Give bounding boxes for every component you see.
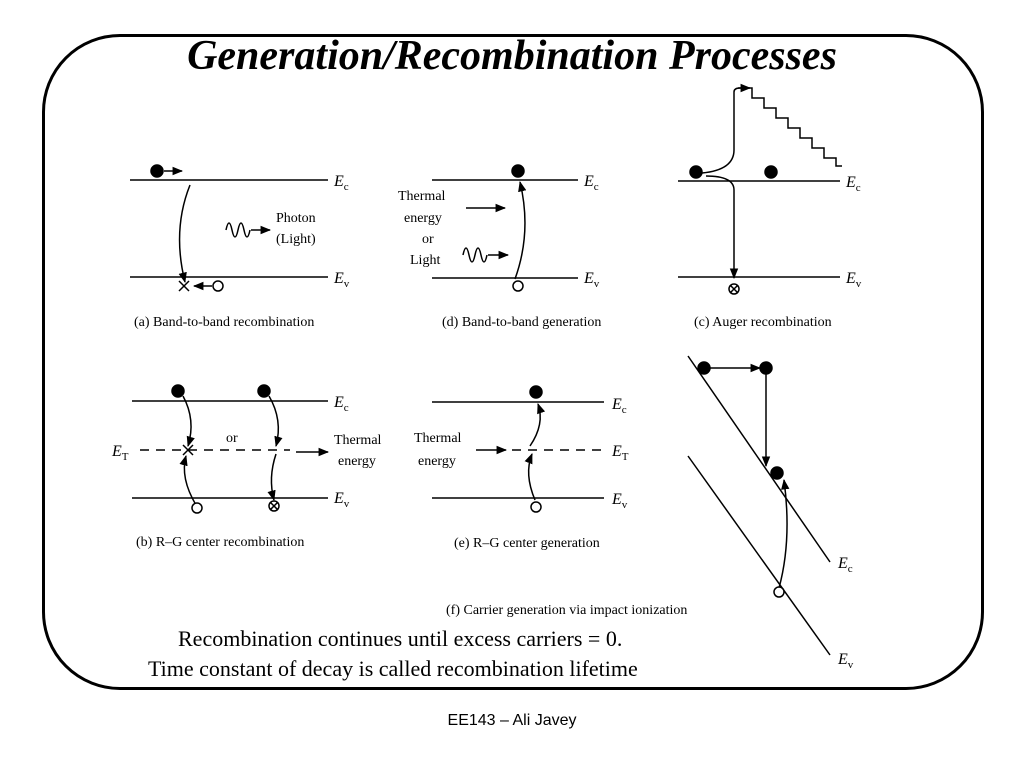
capture-arrow-2 bbox=[268, 395, 283, 448]
photon-label: Photon bbox=[276, 211, 316, 226]
hole bbox=[191, 502, 203, 514]
ev-label: Ev bbox=[583, 270, 600, 290]
energy-label: energy bbox=[418, 454, 456, 469]
ec-label: Ec bbox=[837, 555, 853, 575]
caption-f: (f) Carrier generation via impact ioniza… bbox=[446, 603, 687, 618]
release-arrow bbox=[267, 453, 277, 502]
recombination-arrow bbox=[178, 184, 191, 284]
caption-d: (d) Band-to-band generation bbox=[442, 315, 601, 330]
ev-label: Ev bbox=[333, 490, 350, 510]
caption-c: (c) Auger recombination bbox=[694, 315, 832, 330]
hole bbox=[212, 280, 224, 292]
thermal-label: Thermal bbox=[398, 189, 446, 204]
auger-path bbox=[705, 175, 739, 280]
or-label: or bbox=[422, 232, 434, 247]
panel-c-auger-recombination bbox=[678, 83, 842, 295]
footer: EE143 – Ali Javey bbox=[447, 712, 577, 729]
note-lifetime: Time constant of decay is called recombi… bbox=[148, 656, 638, 681]
note-recombination: Recombination continues until excess car… bbox=[178, 626, 623, 651]
et-label: ET bbox=[611, 443, 629, 463]
electron-2 bbox=[764, 165, 778, 179]
energy-label: energy bbox=[338, 454, 376, 469]
ev-label: Ev bbox=[333, 270, 350, 290]
ev-label: Ev bbox=[611, 491, 628, 511]
ec-label: Ec bbox=[611, 396, 627, 416]
electron bbox=[529, 385, 543, 399]
cross-mark bbox=[182, 444, 194, 456]
caption-e: (e) R–G center generation bbox=[454, 536, 600, 551]
hole-capture-arrow bbox=[179, 454, 197, 506]
electron-1 bbox=[171, 384, 185, 398]
electron bbox=[511, 164, 525, 178]
energy-label: energy bbox=[404, 211, 442, 226]
generation-arrow bbox=[514, 180, 527, 280]
excitation-path bbox=[701, 87, 741, 174]
generation-arrow bbox=[524, 453, 536, 501]
hole bbox=[773, 586, 785, 598]
cross-mark bbox=[729, 284, 739, 294]
slide-frame bbox=[42, 34, 984, 690]
emission-arrow bbox=[529, 403, 546, 447]
electron-1 bbox=[697, 361, 711, 375]
ev-label: Ev bbox=[845, 270, 862, 290]
thermal-label: Thermal bbox=[414, 431, 462, 446]
light-wave bbox=[462, 247, 488, 263]
caption-b: (b) R–G center recombination bbox=[136, 535, 304, 550]
panel-e-rg-center-generation bbox=[432, 385, 604, 513]
conduction-band-edge-tilted bbox=[687, 355, 831, 563]
panel-b-rg-center-recombination bbox=[132, 384, 330, 514]
thermal-label: Thermal bbox=[334, 433, 382, 448]
valence-band-edge-tilted bbox=[687, 455, 831, 656]
ev-label: Ev bbox=[837, 651, 854, 671]
or-label: or bbox=[226, 431, 238, 446]
electron-2 bbox=[759, 361, 773, 375]
light-label: Light bbox=[410, 253, 440, 268]
hole bbox=[530, 501, 542, 513]
ec-label: Ec bbox=[333, 173, 349, 193]
electron bbox=[150, 164, 164, 178]
photon-wave bbox=[225, 222, 251, 238]
caption-a: (a) Band-to-band recombination bbox=[134, 315, 314, 330]
hole bbox=[512, 280, 524, 292]
electron-1 bbox=[689, 165, 703, 179]
electron-3 bbox=[770, 466, 784, 480]
cross-mark bbox=[178, 280, 190, 292]
generation-arrow bbox=[778, 478, 790, 589]
slide-title: Generation/Recombination Processes bbox=[187, 33, 837, 79]
cross-mark-2 bbox=[269, 501, 279, 511]
panel-a-band-to-band-recombination bbox=[130, 164, 328, 292]
relaxation-staircase bbox=[740, 87, 842, 167]
panel-f-impact-ionization bbox=[687, 355, 831, 656]
electron-2 bbox=[257, 384, 271, 398]
et-label: ET bbox=[111, 443, 129, 463]
light-label: (Light) bbox=[276, 232, 316, 247]
capture-arrow-1 bbox=[182, 395, 195, 448]
ec-label: Ec bbox=[583, 173, 599, 193]
panel-d-band-to-band-generation bbox=[432, 164, 578, 292]
ec-label: Ec bbox=[333, 394, 349, 414]
ec-label: Ec bbox=[845, 174, 861, 194]
